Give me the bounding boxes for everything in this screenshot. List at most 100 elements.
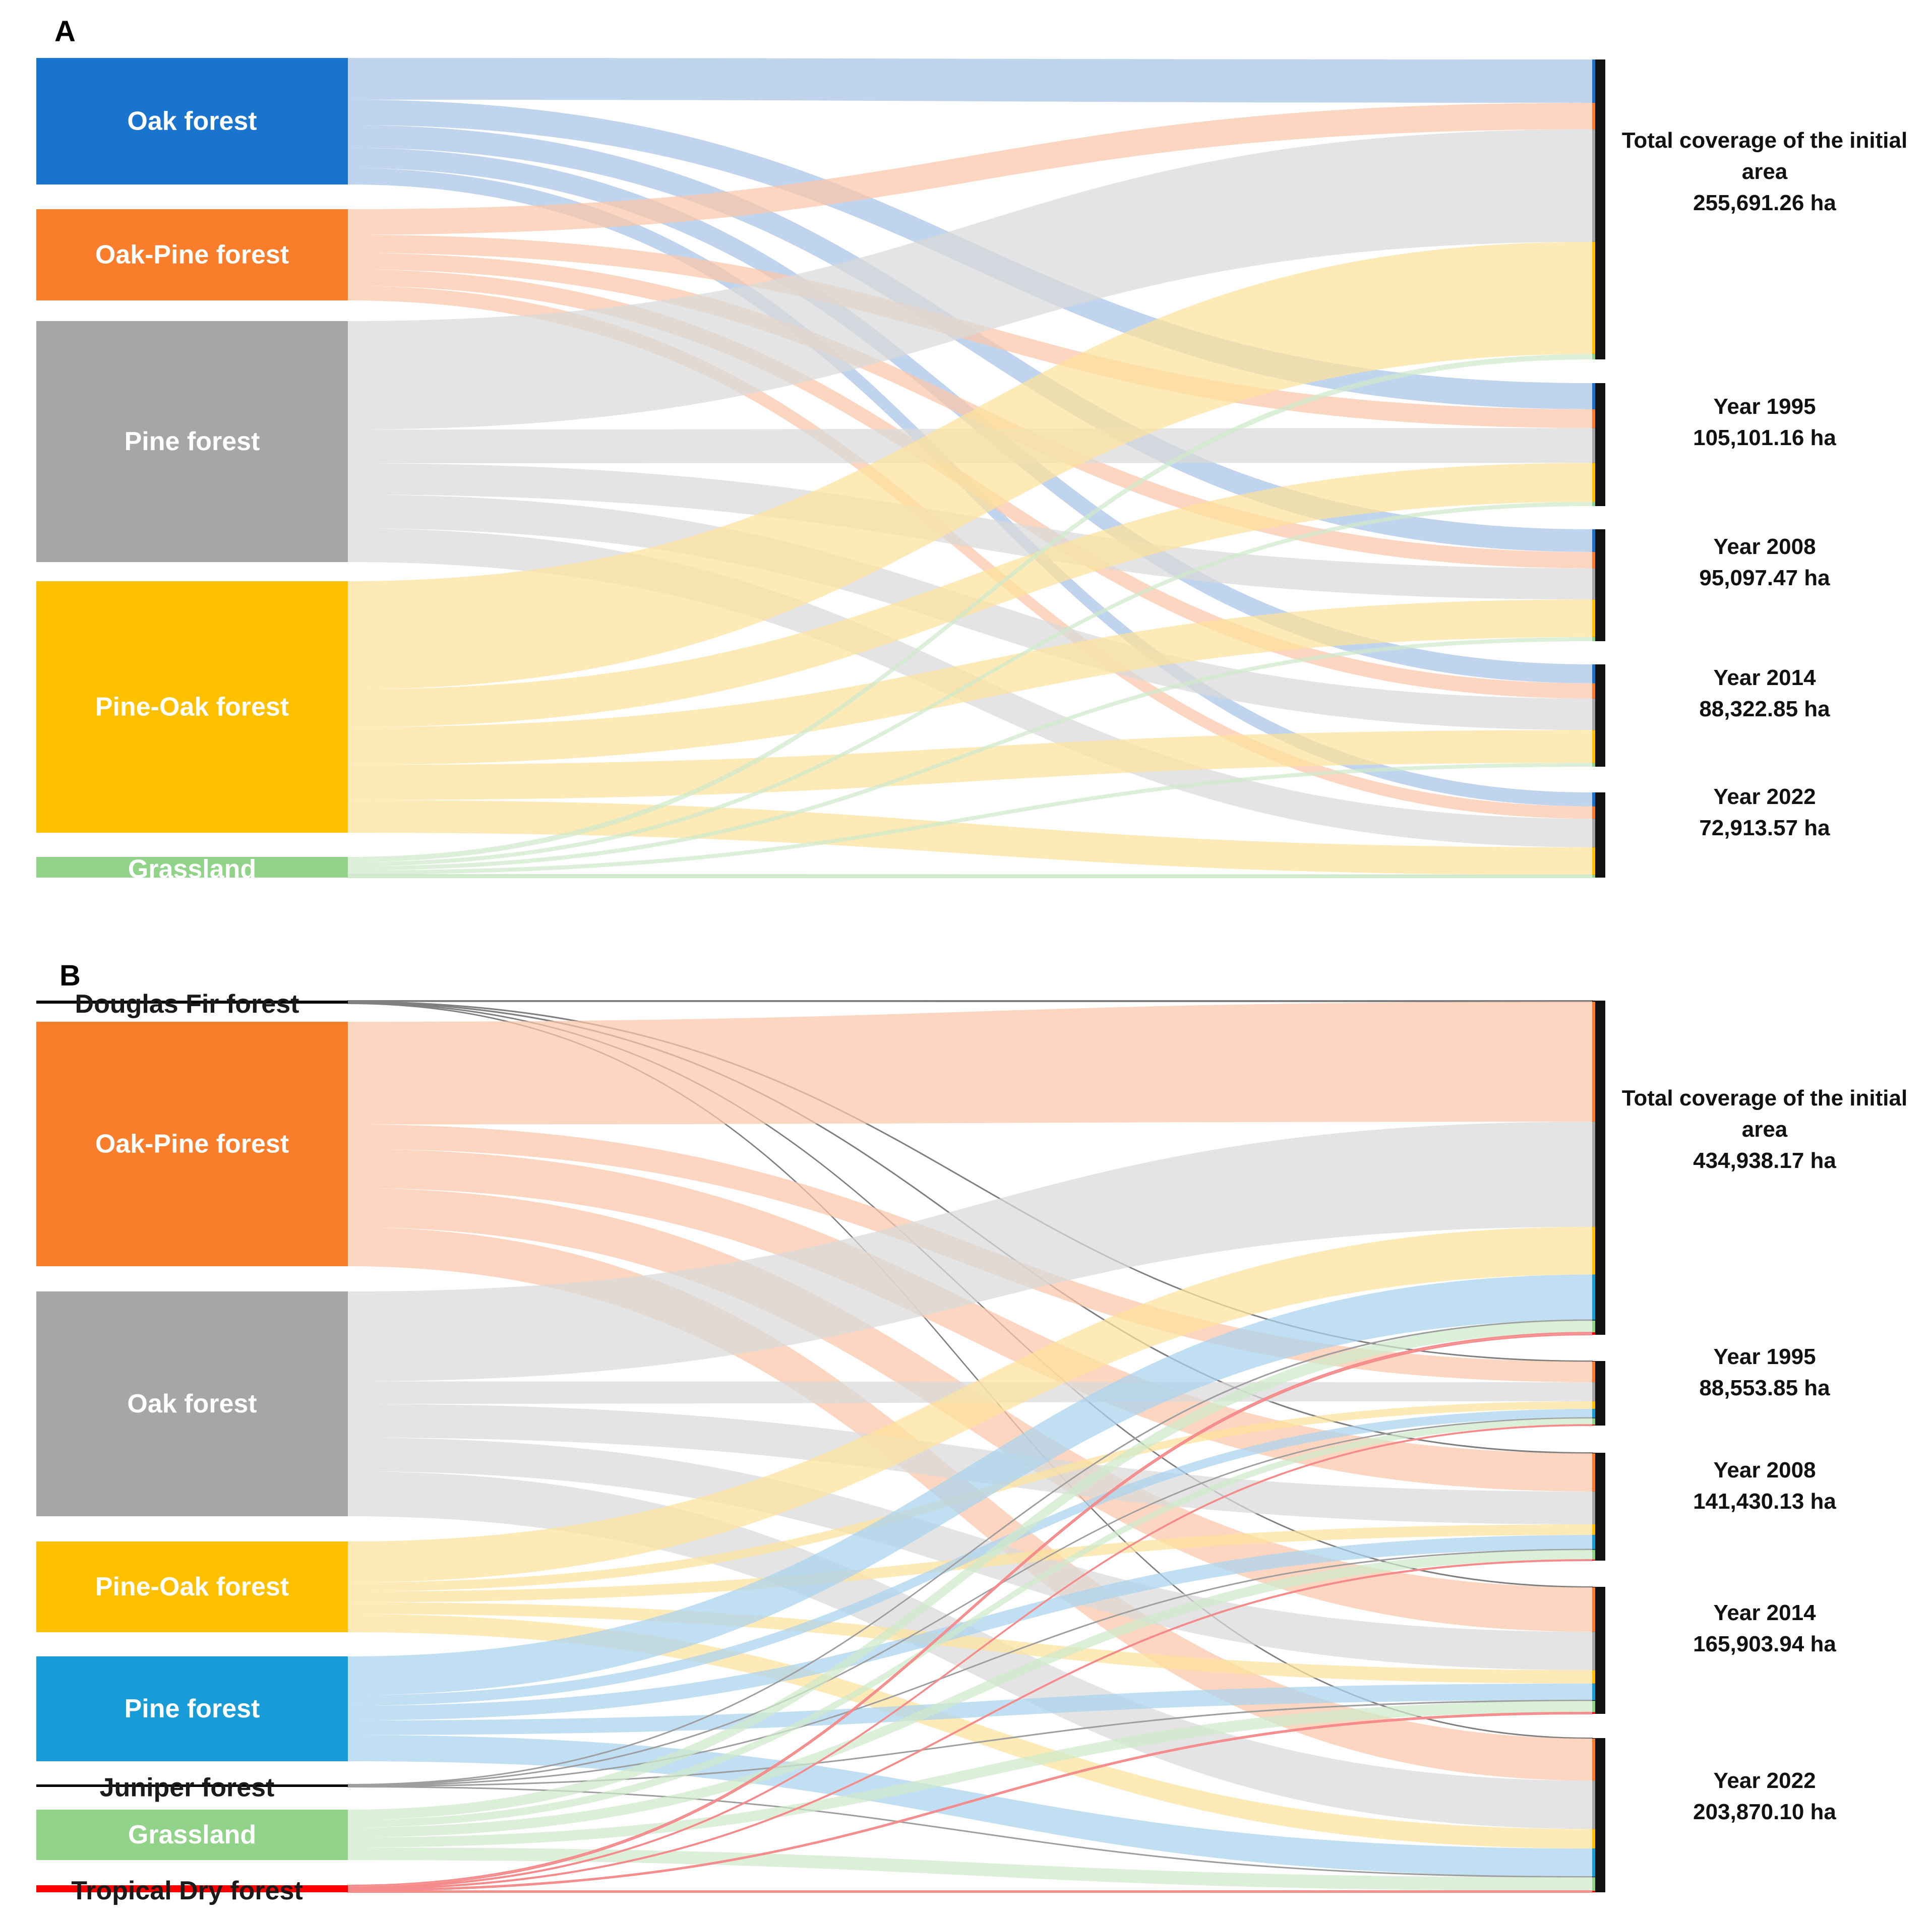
flow-link — [348, 1149, 1592, 1492]
source-node-bar — [36, 1022, 348, 1266]
target-bar-segment — [1592, 1890, 1595, 1892]
flow-link — [348, 1535, 1592, 1720]
target-label-line: Year 2022 — [1713, 1768, 1816, 1793]
source-node-grass: Grassland — [36, 1810, 348, 1860]
target-bar-segment — [1592, 875, 1595, 878]
flow-link — [348, 1602, 1592, 1684]
source-node-tdf: Tropical Dry forest — [36, 1876, 348, 1905]
flow-link — [348, 1550, 1592, 1837]
target-bar-segment — [1592, 1632, 1595, 1671]
target-label-line: 434,938.17 ha — [1693, 1148, 1836, 1173]
source-node-label: Oak-Pine forest — [95, 1130, 289, 1159]
target-bar-segment — [1592, 241, 1595, 354]
target-bar-segment — [1592, 383, 1595, 409]
source-node-label: Grassland — [128, 855, 256, 884]
flow-link — [348, 463, 1592, 600]
target-label-line: area — [1742, 159, 1788, 184]
source-node-oak: Oak forest — [36, 58, 348, 184]
flow-link — [348, 1122, 1592, 1382]
source-node-bar — [36, 209, 348, 300]
target-labels: Total coverage of the initialarea255,691… — [1622, 128, 1907, 840]
target-bar-segment — [1592, 1535, 1595, 1550]
flow-link — [348, 241, 1592, 690]
target-bar-segment — [1592, 698, 1595, 730]
flow-link — [348, 1320, 1592, 1820]
target-label-line: 88,553.85 ha — [1699, 1376, 1830, 1400]
source-node-oakpine: Oak-Pine forest — [36, 209, 348, 300]
source-node-bar — [36, 1001, 348, 1004]
target-bar-segment — [1592, 1738, 1595, 1739]
target-labels: Total coverage of the initialarea434,938… — [1622, 1086, 1907, 1824]
target-bar-segment — [1592, 1549, 1595, 1550]
target-bar-segment — [1592, 1453, 1595, 1492]
target-bar-segment — [1592, 551, 1595, 569]
target-label-line: 72,913.57 ha — [1699, 816, 1830, 840]
source-node-label: Juniper forest — [100, 1773, 275, 1803]
target-bar-segment — [1592, 1001, 1595, 1002]
target-label-line: Year 2008 — [1713, 534, 1816, 559]
target-bar-segment — [1592, 1780, 1595, 1829]
target-bar-segment — [1592, 1122, 1595, 1227]
source-node-bar — [36, 1885, 348, 1892]
source-node-bar — [36, 58, 348, 184]
target-label-line: 88,322.85 ha — [1699, 697, 1830, 721]
target-bar-segment — [1592, 599, 1595, 637]
flow-link — [347, 1890, 1593, 1893]
source-node-label: Pine-Oak forest — [95, 693, 289, 722]
flow-link — [348, 1735, 1592, 1877]
source-node-bar — [36, 1541, 348, 1632]
target-bar-segment — [1592, 1226, 1595, 1275]
target-label-line: area — [1742, 1117, 1788, 1142]
flow-link — [348, 1274, 1592, 1695]
source-node-pine: Pine forest — [36, 1656, 348, 1761]
target-bar-segment — [1592, 847, 1595, 875]
source-node-label: Douglas Fir forest — [75, 990, 299, 1019]
target-bar-segment — [1592, 1700, 1595, 1701]
target-bar-segment — [1592, 529, 1595, 552]
flow-link — [348, 253, 1592, 569]
target-bar-segment — [1592, 1332, 1595, 1335]
flow-link — [348, 1524, 1592, 1602]
target-label-line: Year 2008 — [1713, 1458, 1816, 1482]
flow-link — [348, 1847, 1592, 1891]
target-bar-segment — [1592, 763, 1595, 767]
target-bar-segment — [1592, 1274, 1595, 1320]
target-bar-segment — [1592, 568, 1595, 600]
source-node-oakpine: Oak-Pine forest — [36, 1022, 348, 1266]
source-node-oak: Oak forest — [36, 1291, 348, 1516]
target-bar-segment — [1592, 1550, 1595, 1560]
flow-link — [348, 1683, 1592, 1735]
target-bar-segment — [1592, 637, 1595, 641]
source-node-juniper: Juniper forest — [36, 1773, 348, 1803]
target-bar-segment — [1592, 129, 1595, 242]
source-node-label: Oak forest — [127, 107, 257, 136]
flow-link — [348, 800, 1592, 875]
source-node-label: Pine forest — [125, 427, 260, 456]
target-bar-segment — [1592, 1559, 1595, 1561]
source-node-label: Pine-Oak forest — [95, 1572, 289, 1601]
source-node-label: Oak-Pine forest — [95, 240, 289, 270]
target-bar-segment — [1592, 819, 1595, 847]
source-node-label: Oak forest — [127, 1389, 257, 1418]
target-bar-segment — [1592, 1829, 1595, 1849]
flow-link — [347, 1000, 1593, 1003]
target-bar-segment — [1592, 354, 1595, 359]
target-label-line: 95,097.47 ha — [1699, 566, 1830, 590]
target-bar-segment — [1592, 463, 1595, 502]
source-node-bar — [36, 1784, 348, 1787]
target-bar-segment — [1592, 1683, 1595, 1700]
target-bar-segment — [1592, 1362, 1595, 1383]
flow-link — [348, 1471, 1592, 1829]
target-bar-segment — [1592, 59, 1595, 103]
target-label-line: 105,101.16 ha — [1693, 425, 1836, 450]
source-node-label: Tropical Dry forest — [71, 1876, 303, 1905]
source-node-label: Grassland — [128, 1820, 256, 1849]
panel-letter: A — [54, 15, 76, 48]
source-node-bar — [36, 857, 348, 878]
target-label-line: Year 2022 — [1713, 784, 1816, 809]
